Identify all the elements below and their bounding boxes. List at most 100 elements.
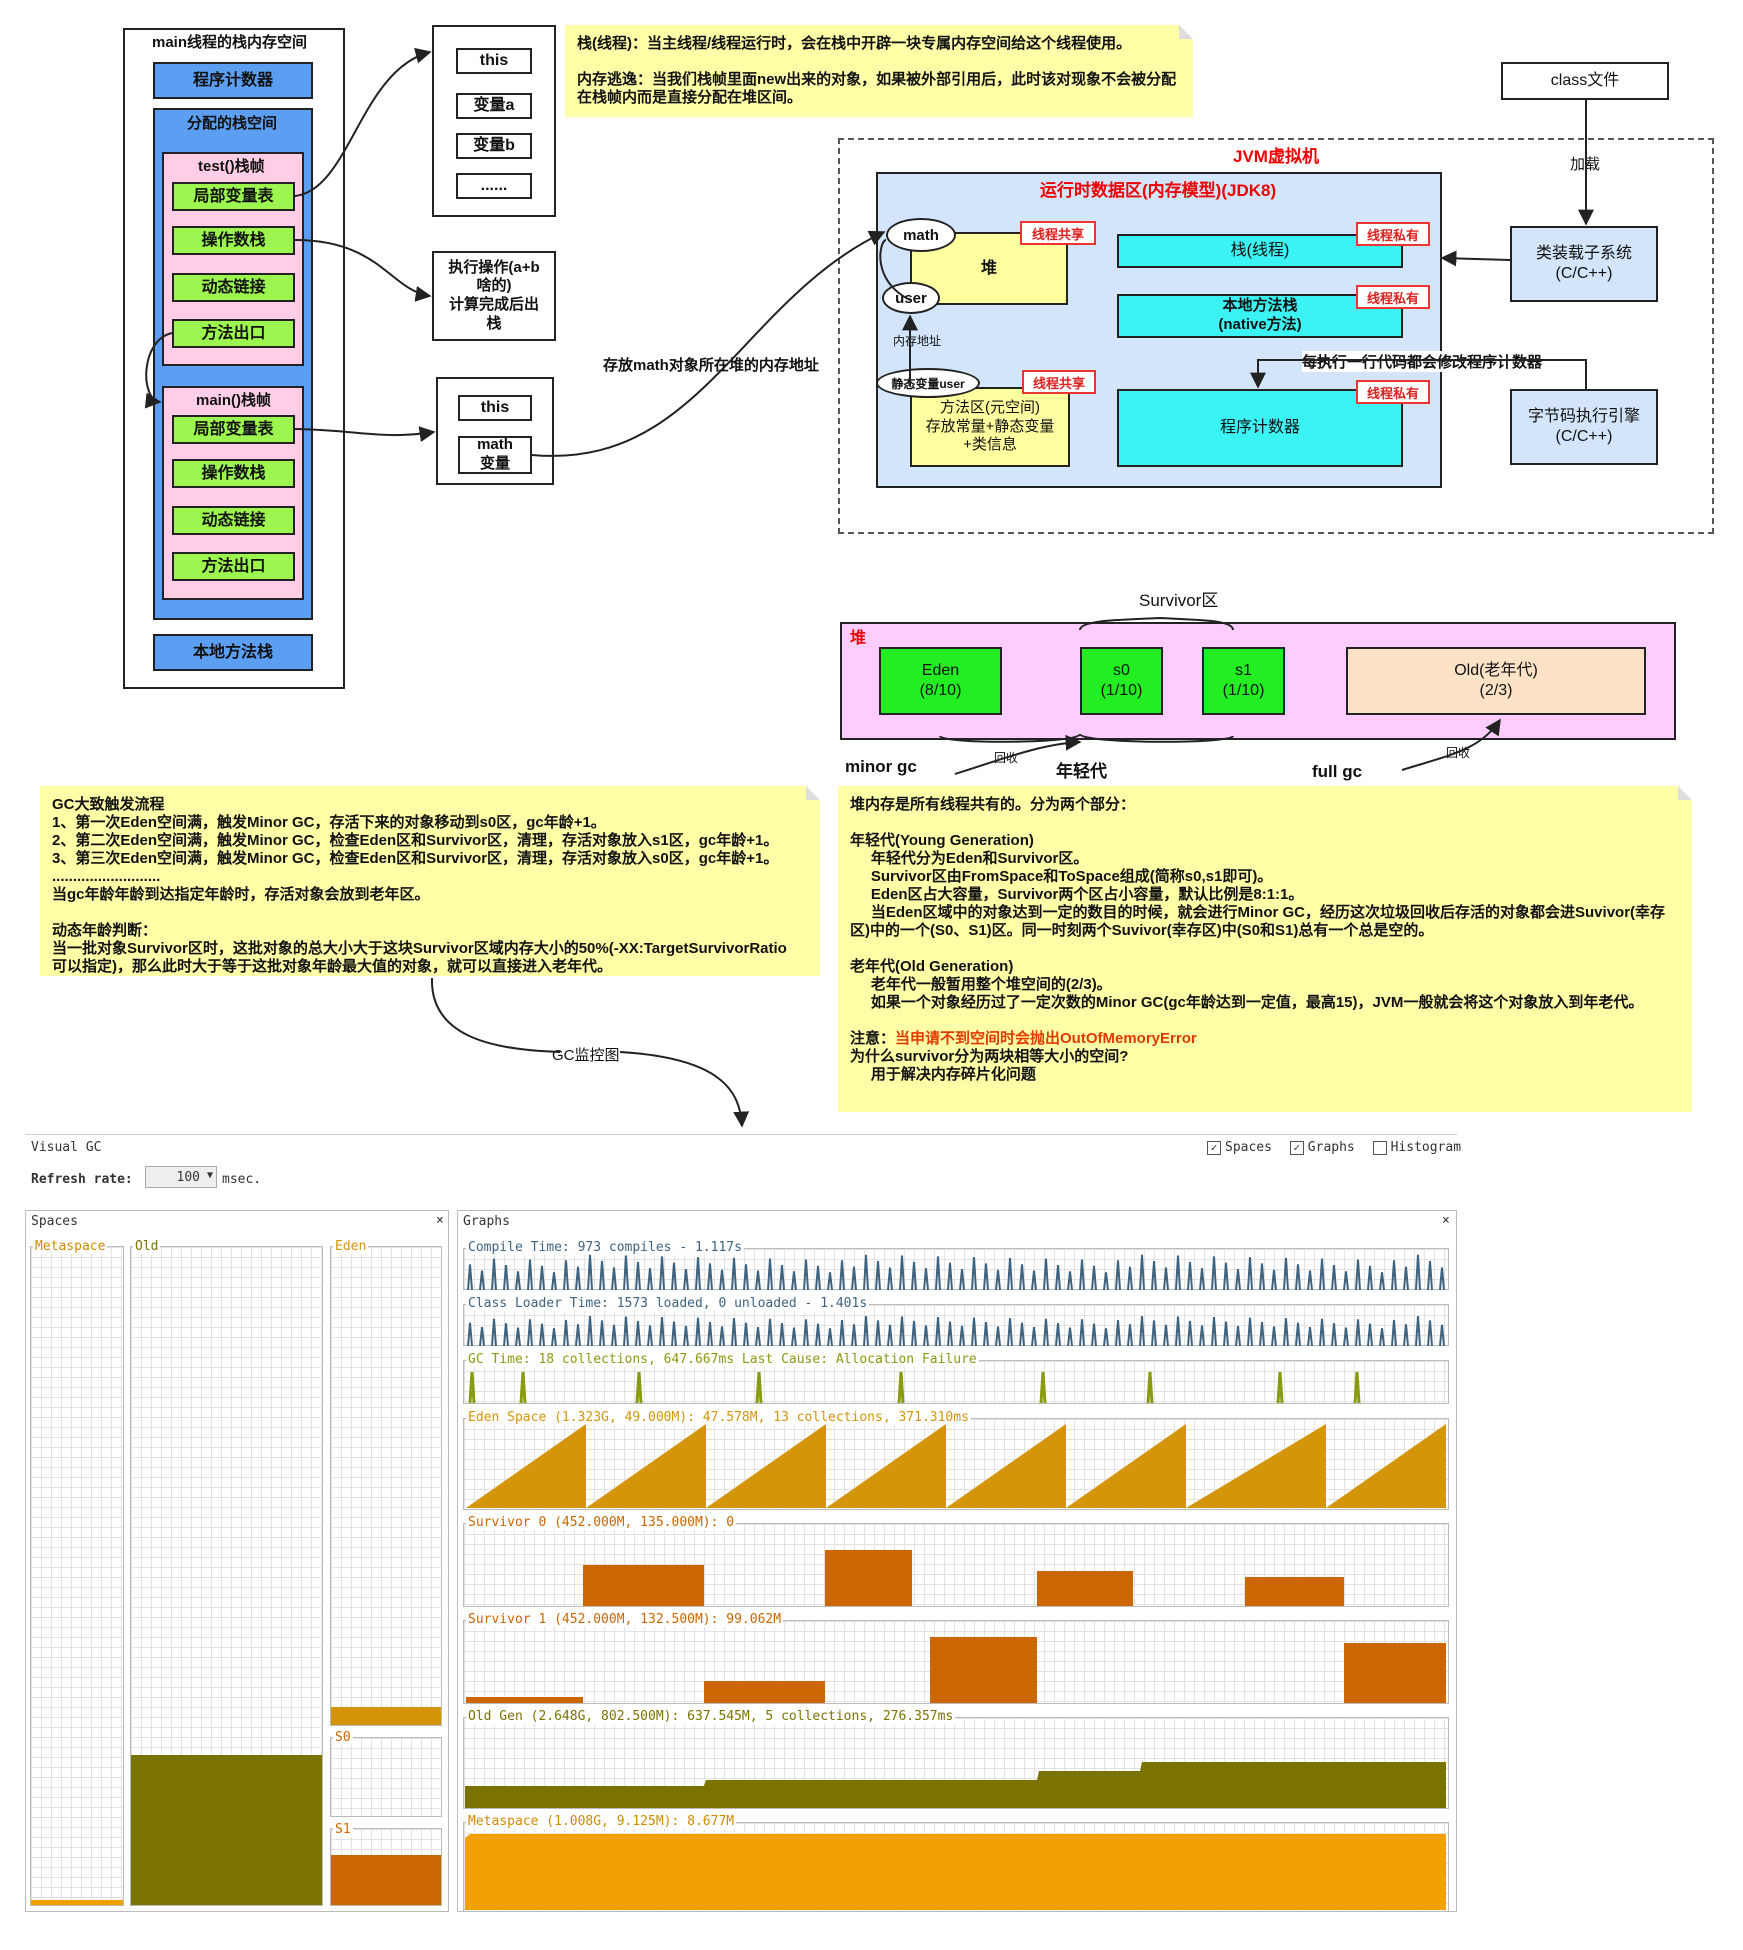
s1-fill [331, 1855, 441, 1905]
gc-flow-note: GC大致触发流程 1、第一次Eden空间满，触发Minor GC，存活下来的对象… [40, 786, 820, 976]
visualgc-options: ✓Spaces ✓Graphs Histogram [1207, 1140, 1461, 1155]
program-counter-box: 程序计数器 [153, 62, 313, 99]
var-math-label: math 变量 [477, 436, 513, 472]
metaspace-graph-title: Metaspace (1.008G, 9.125M): 8.677M [466, 1814, 737, 1829]
histogram-checkbox[interactable]: Histogram [1372, 1140, 1462, 1155]
class-loader-box: 类装载子系统 (C/C++) [1510, 226, 1658, 302]
old-space [130, 1246, 323, 1906]
eden-space [330, 1246, 442, 1726]
check-icon: ✓ [1289, 1140, 1304, 1155]
s1-label: s1 (1/10) [1222, 662, 1265, 699]
s0-space-label: S0 [333, 1730, 353, 1745]
eden-label: Eden (8/10) [919, 662, 962, 699]
graphs-checkbox[interactable]: ✓Graphs [1289, 1140, 1355, 1155]
chevron-down-icon: ▼ [206, 1170, 213, 1181]
minor-gc-label: minor gc [845, 757, 917, 776]
eden-graph [463, 1418, 1449, 1510]
old-gen-graph [463, 1717, 1449, 1809]
eden-space-label: Eden [333, 1239, 369, 1254]
pc-note-label: 每执行一行代码都会修改程序计数器 [1302, 351, 1543, 372]
test-dynamic-link: 动态链接 [172, 273, 295, 302]
math-object: math [886, 218, 956, 252]
old-fill [131, 1755, 322, 1905]
young-gen-label: 年轻代 [1056, 762, 1107, 781]
static-user-object: 静态变量user [876, 368, 980, 398]
var-dots: ...... [456, 173, 532, 199]
old-gen-graph-title: Old Gen (2.648G, 802.500M): 637.545M, 5 … [466, 1709, 956, 1724]
operation-text: 执行操作(a+b 啥的) 计算完成后出 栈 [448, 258, 540, 332]
s0-space [330, 1737, 442, 1817]
s1-box: s1 (1/10) [1202, 647, 1285, 715]
old-space-label: Old [133, 1239, 161, 1254]
main-frame-title: main()栈帧 [196, 392, 272, 409]
eden-box: Eden (8/10) [879, 647, 1002, 715]
eden-fill [331, 1707, 441, 1725]
main-local-vars: 局部变量表 [172, 415, 295, 444]
survivor1-graph-title: Survivor 1 (452.000M, 132.500M): 99.062M [466, 1612, 784, 1627]
allocated-stack-space-title: 分配的栈空间 [187, 115, 278, 132]
method-area-text: 方法区(元空间) 存放常量+静态变量 +类信息 [925, 398, 1055, 454]
note-fold-icon [806, 786, 820, 800]
survivor0-graph-title: Survivor 0 (452.000M, 135.000M): 0 [466, 1515, 737, 1530]
pc-box: 程序计数器 [1117, 389, 1403, 467]
test-frame-title: test()栈帧 [198, 158, 265, 175]
bytecode-engine-box: 字节码执行引擎 (C/C++) [1510, 389, 1658, 465]
class-file-box: class文件 [1501, 62, 1669, 100]
heap-note-attention: 注意： [850, 1030, 896, 1047]
refresh-rate-select[interactable]: 100 ▼ [145, 1166, 217, 1188]
eden-graph-title: Eden Space (1.323G, 49.000M): 47.578M, 1… [466, 1410, 971, 1425]
thread-stack-private-tag: 线程私有 [1356, 222, 1430, 246]
s1-space-label: S1 [333, 1822, 353, 1837]
note-fold-icon [1179, 25, 1193, 39]
graphs-close-icon[interactable]: × [1442, 1213, 1450, 1228]
method-area-shared-tag: 线程共享 [1022, 370, 1096, 394]
histogram-option-label: Histogram [1390, 1140, 1462, 1155]
recycle-label-1: 回收 [994, 751, 1019, 765]
bytecode-engine-text: 字节码执行引擎 (C/C++) [1527, 408, 1640, 445]
pc-private-tag: 线程私有 [1356, 380, 1430, 404]
spaces-checkbox[interactable]: ✓Spaces [1207, 1140, 1272, 1155]
var-b: 变量b [456, 133, 532, 159]
native-stack-box: 本地方法栈 (native方法) [1117, 294, 1403, 338]
native-method-stack-box: 本地方法栈 [153, 634, 313, 671]
test-operand-stack: 操作数栈 [172, 226, 295, 255]
check-icon: ✓ [1207, 1140, 1221, 1155]
s0-label: s0 (1/10) [1100, 662, 1143, 699]
gc-monitor-label: GC监控图 [552, 1044, 620, 1065]
gc-time-title: GC Time: 18 collections, 647.667ms Last … [466, 1352, 979, 1367]
method-area-box: 方法区(元空间) 存放常量+静态变量 +类信息 [910, 387, 1070, 467]
load-label: 加载 [1570, 153, 1601, 174]
refresh-rate-value: 100 [176, 1169, 200, 1185]
gc-flow-text: GC大致触发流程 1、第一次Eden空间满，触发Minor GC，存活下来的对象… [52, 796, 787, 975]
main-thread-stack-title: main线程的栈内存空间 [152, 34, 308, 51]
recycle-label-2: 回收 [1446, 746, 1471, 760]
spaces-panel-title: Spaces [31, 1214, 78, 1229]
main-operand-stack: 操作数栈 [172, 459, 295, 488]
jvm-title: JVM虚拟机 [1233, 147, 1319, 166]
thread-stack-box: 栈(线程) [1117, 234, 1403, 268]
var-this-top: this [456, 48, 532, 74]
visualgc-title: Visual GC [31, 1140, 102, 1155]
heap-note: 堆内存是所有线程共有的。分为两个部分： 年轻代(Young Generation… [838, 786, 1692, 1112]
operation-box: 执行操作(a+b 啥的) 计算完成后出 栈 [432, 251, 556, 341]
native-stack-private-tag: 线程私有 [1356, 285, 1430, 309]
class-loader-title: Class Loader Time: 1573 loaded, 0 unload… [466, 1296, 870, 1311]
var-math: math 变量 [458, 436, 532, 474]
metaspace-space [30, 1246, 124, 1906]
spaces-close-icon[interactable]: × [436, 1213, 444, 1228]
heap-shared-tag: 线程共享 [1020, 221, 1096, 245]
heap-label: 堆 [850, 630, 867, 647]
refresh-rate-unit: msec. [222, 1172, 262, 1187]
main-method-exit: 方法出口 [172, 552, 295, 581]
heap-note-text: 堆内存是所有线程共有的。分为两个部分： 年轻代(Young Generation… [850, 796, 1666, 1011]
s0-box: s0 (1/10) [1080, 647, 1163, 715]
runtime-data-area-title: 运行时数据区(内存模型)(JDK8) [1040, 181, 1277, 200]
survivor1-graph [463, 1620, 1449, 1704]
old-gen-label: Old(老年代) (2/3) [1454, 662, 1538, 699]
heap-note-oom: 当申请不到空间时会抛出OutOfMemoryError [895, 1030, 1197, 1047]
stack-note-text: 栈(线程)：当主线程/线程运行时，会在栈中开辟一块专属内存空间给这个线程使用。 … [577, 35, 1177, 106]
user-object: user [882, 282, 940, 314]
note-fold-icon [1678, 786, 1692, 800]
native-stack-text: 本地方法栈 (native方法) [1218, 297, 1302, 333]
test-local-vars: 局部变量表 [172, 182, 295, 211]
